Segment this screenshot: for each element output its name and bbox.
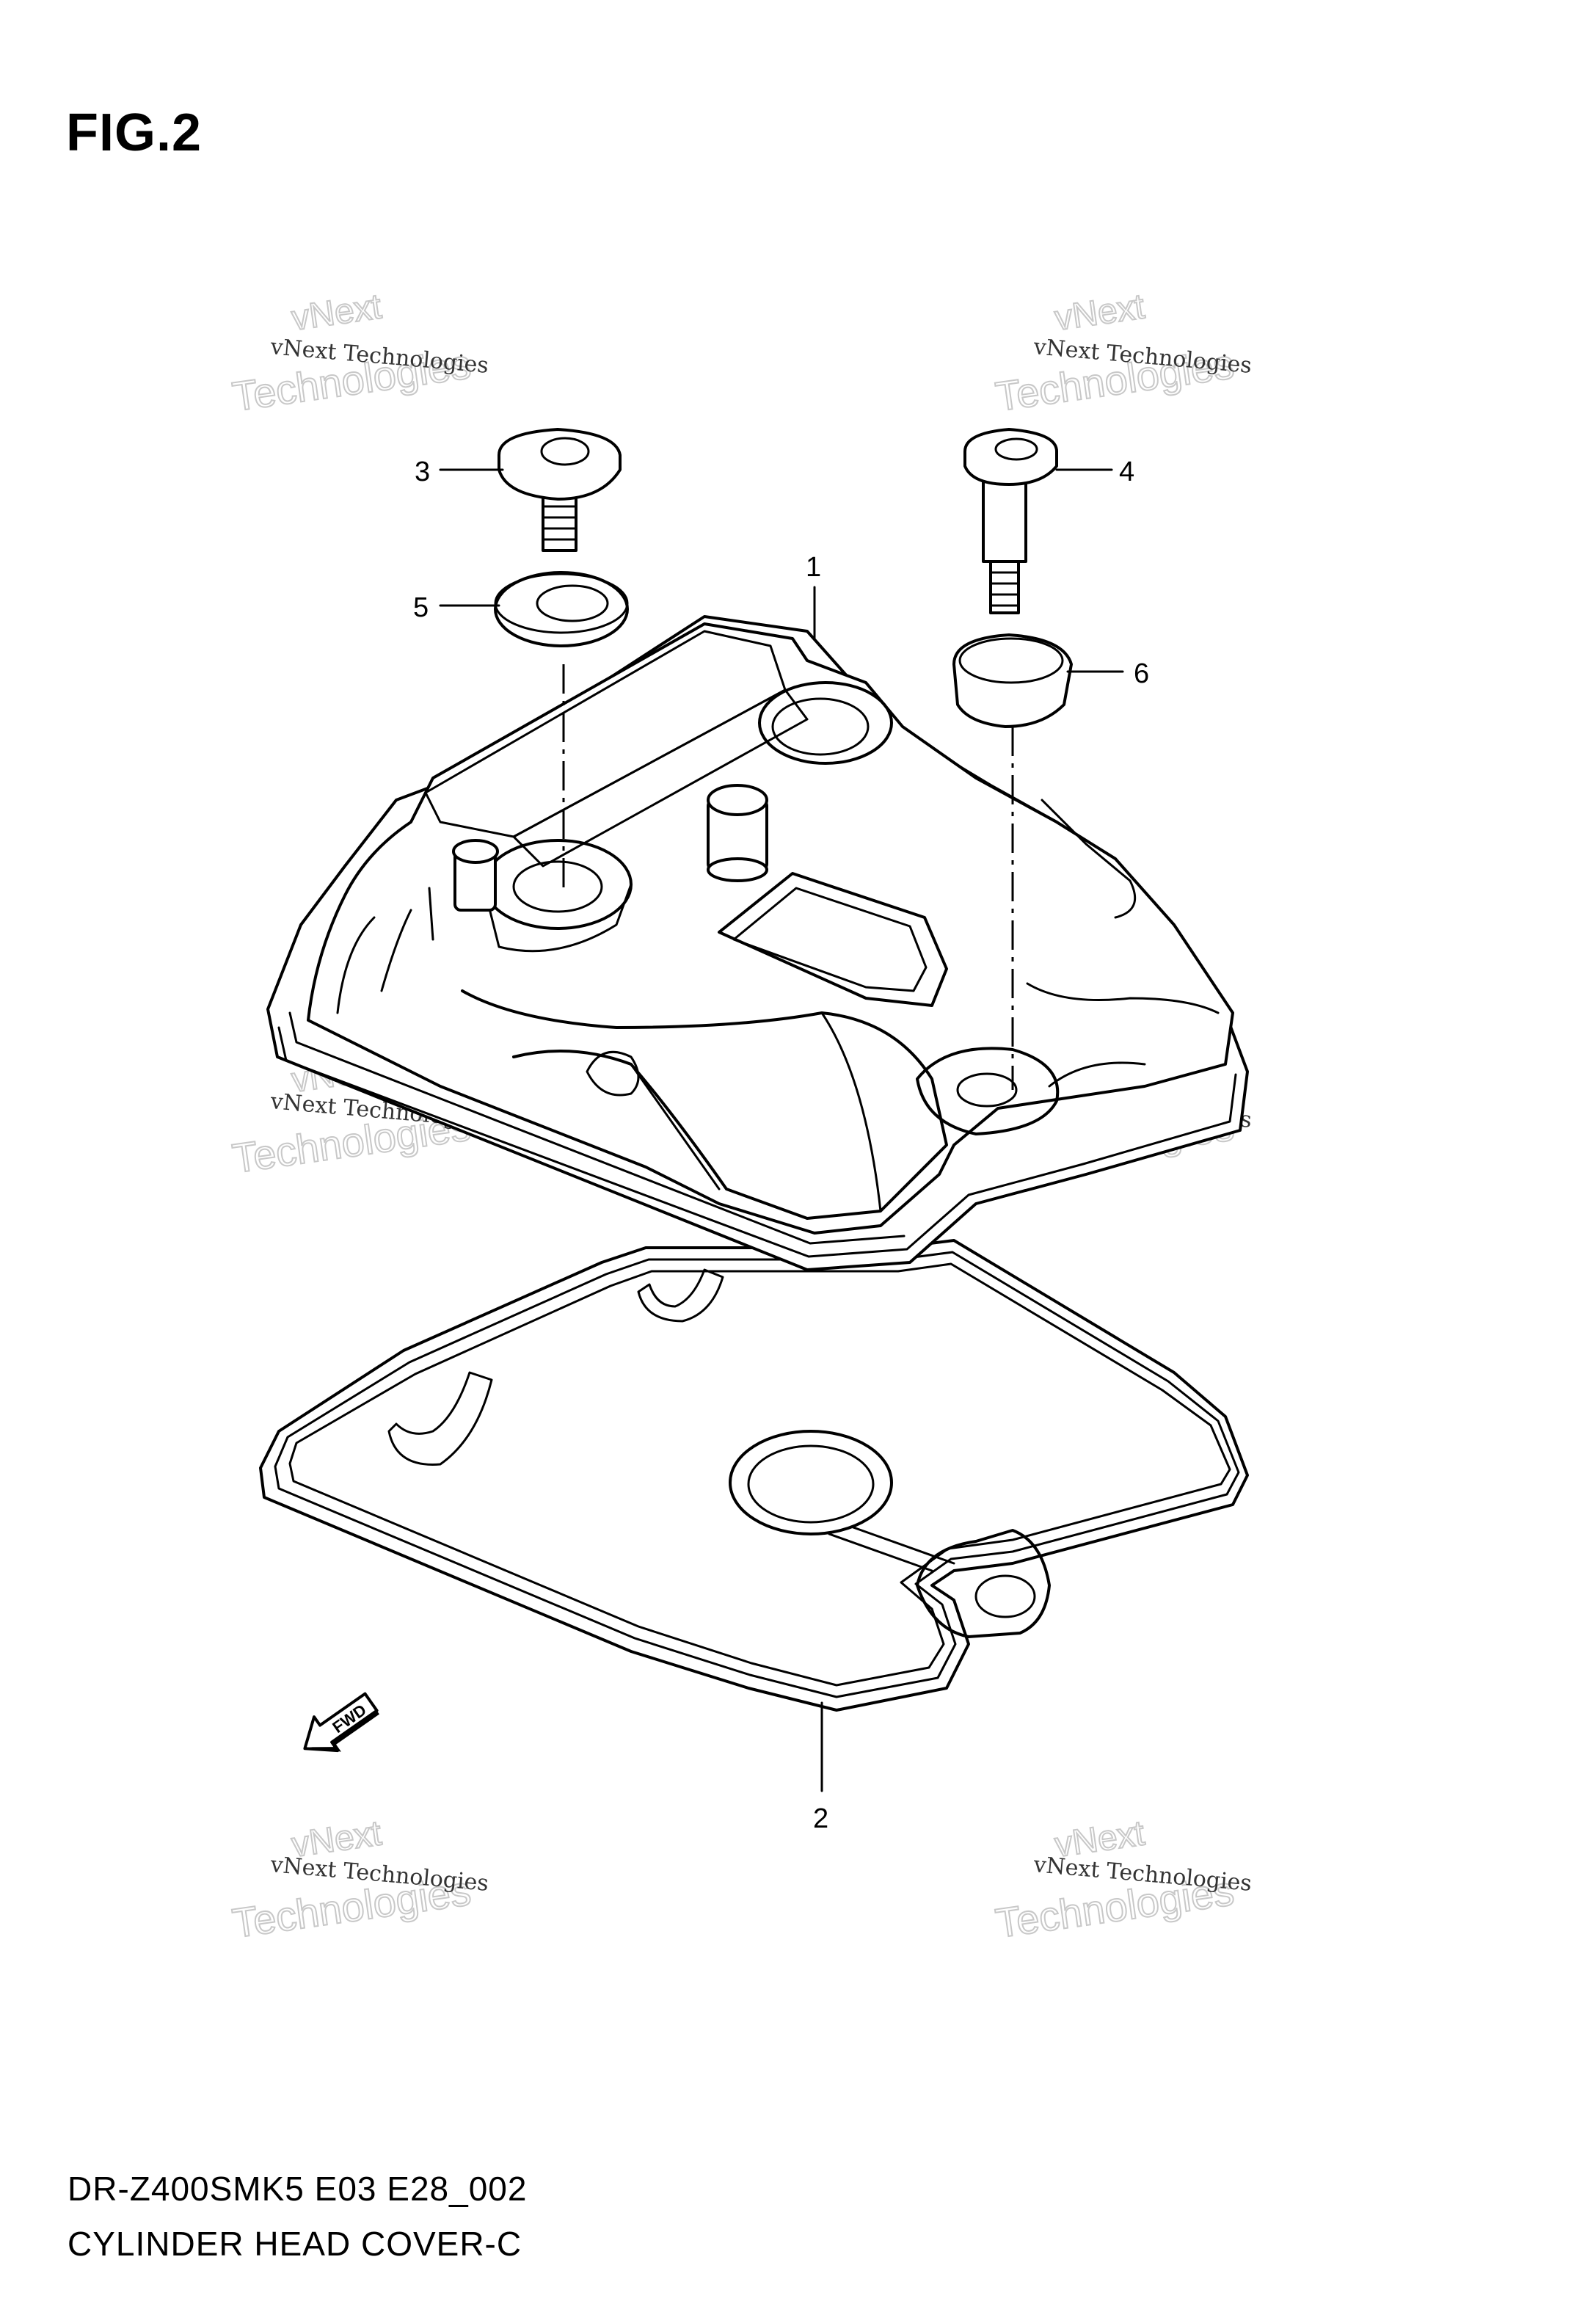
cylinder-head-cover-part: [266, 615, 1249, 1271]
callout-3: 3: [415, 457, 430, 487]
callout-1: 1: [806, 552, 821, 583]
fwd-arrow-icon: FWD: [303, 1692, 380, 1753]
watermark-bottom-left: vNext Technologies vNext Technologies: [229, 1813, 489, 1947]
callout-2: 2: [813, 1803, 828, 1834]
figure-title: FIG.2: [66, 103, 203, 162]
svg-text:vNext: vNext: [1052, 287, 1147, 338]
gasket-part: [259, 1239, 1249, 1712]
watermark-top-left: vNext Technologies vNext Technologies: [229, 286, 489, 421]
svg-text:vNext: vNext: [289, 287, 384, 338]
callout-5: 5: [413, 592, 429, 623]
grommet-part-6: [952, 633, 1073, 728]
diagram-name: CYLINDER HEAD COVER-C: [68, 2225, 522, 2263]
callout-6: 6: [1134, 658, 1149, 689]
watermark-bottom-right: vNext Technologies vNext Technologies: [992, 1813, 1253, 1947]
washer-part-5: [494, 571, 629, 647]
diagram-code: DR-Z400SMK5 E03 E28_002: [68, 2170, 528, 2208]
bolt-part-4: [963, 428, 1058, 614]
bolt-part-3: [498, 428, 622, 552]
callout-4: 4: [1119, 457, 1134, 487]
watermark-top-right: vNext Technologies vNext Technologies: [992, 286, 1253, 421]
